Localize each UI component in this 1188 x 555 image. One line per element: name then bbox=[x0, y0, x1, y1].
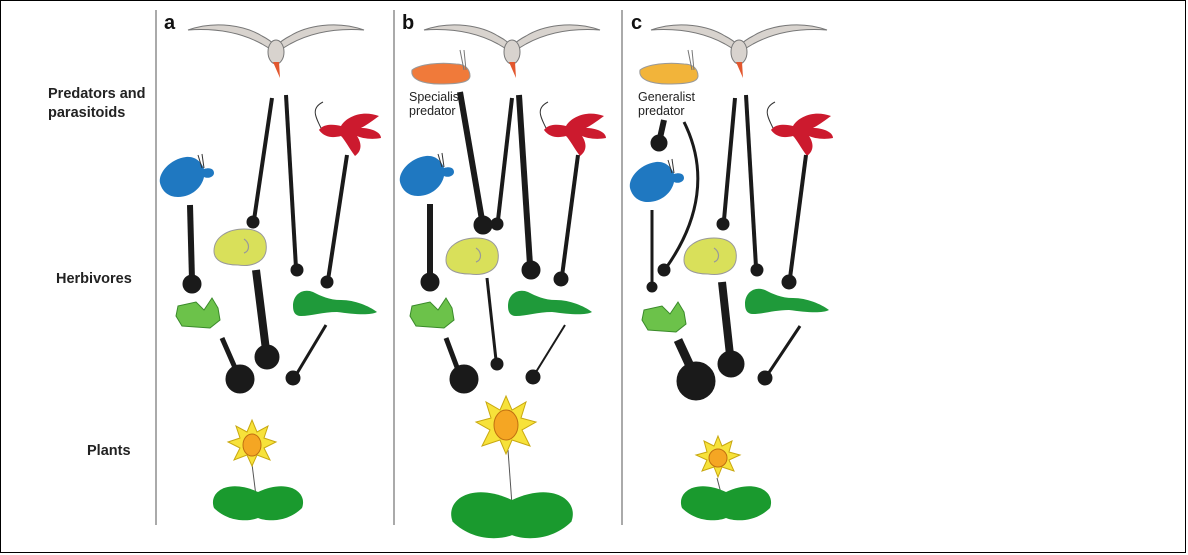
red-parasitoid bbox=[540, 102, 606, 156]
generalist-predator-icon bbox=[640, 63, 698, 84]
blue-predator-bug bbox=[630, 159, 684, 202]
yellow-herbivore bbox=[446, 238, 498, 274]
panel-a bbox=[160, 25, 381, 520]
dark-green-herbivore bbox=[508, 291, 592, 316]
panel-c bbox=[630, 25, 833, 520]
bird-top-predator bbox=[188, 25, 364, 78]
dark-green-herbivore bbox=[293, 291, 377, 316]
panel-b bbox=[400, 25, 606, 538]
red-parasitoid bbox=[315, 102, 381, 156]
light-green-herbivore bbox=[642, 302, 686, 332]
blue-predator-bug bbox=[400, 153, 454, 196]
plant-c bbox=[681, 436, 771, 520]
light-green-herbivore bbox=[176, 298, 220, 328]
dark-green-herbivore bbox=[745, 289, 829, 314]
plant-a bbox=[213, 420, 303, 520]
red-parasitoid bbox=[767, 102, 833, 156]
yellow-herbivore bbox=[684, 238, 736, 274]
yellow-herbivore bbox=[214, 229, 266, 265]
light-green-herbivore bbox=[410, 298, 454, 328]
plant-b bbox=[451, 396, 573, 538]
blue-predator-bug bbox=[160, 154, 214, 197]
specialist-predator-icon bbox=[412, 63, 470, 84]
feeding-links-b bbox=[421, 92, 578, 393]
